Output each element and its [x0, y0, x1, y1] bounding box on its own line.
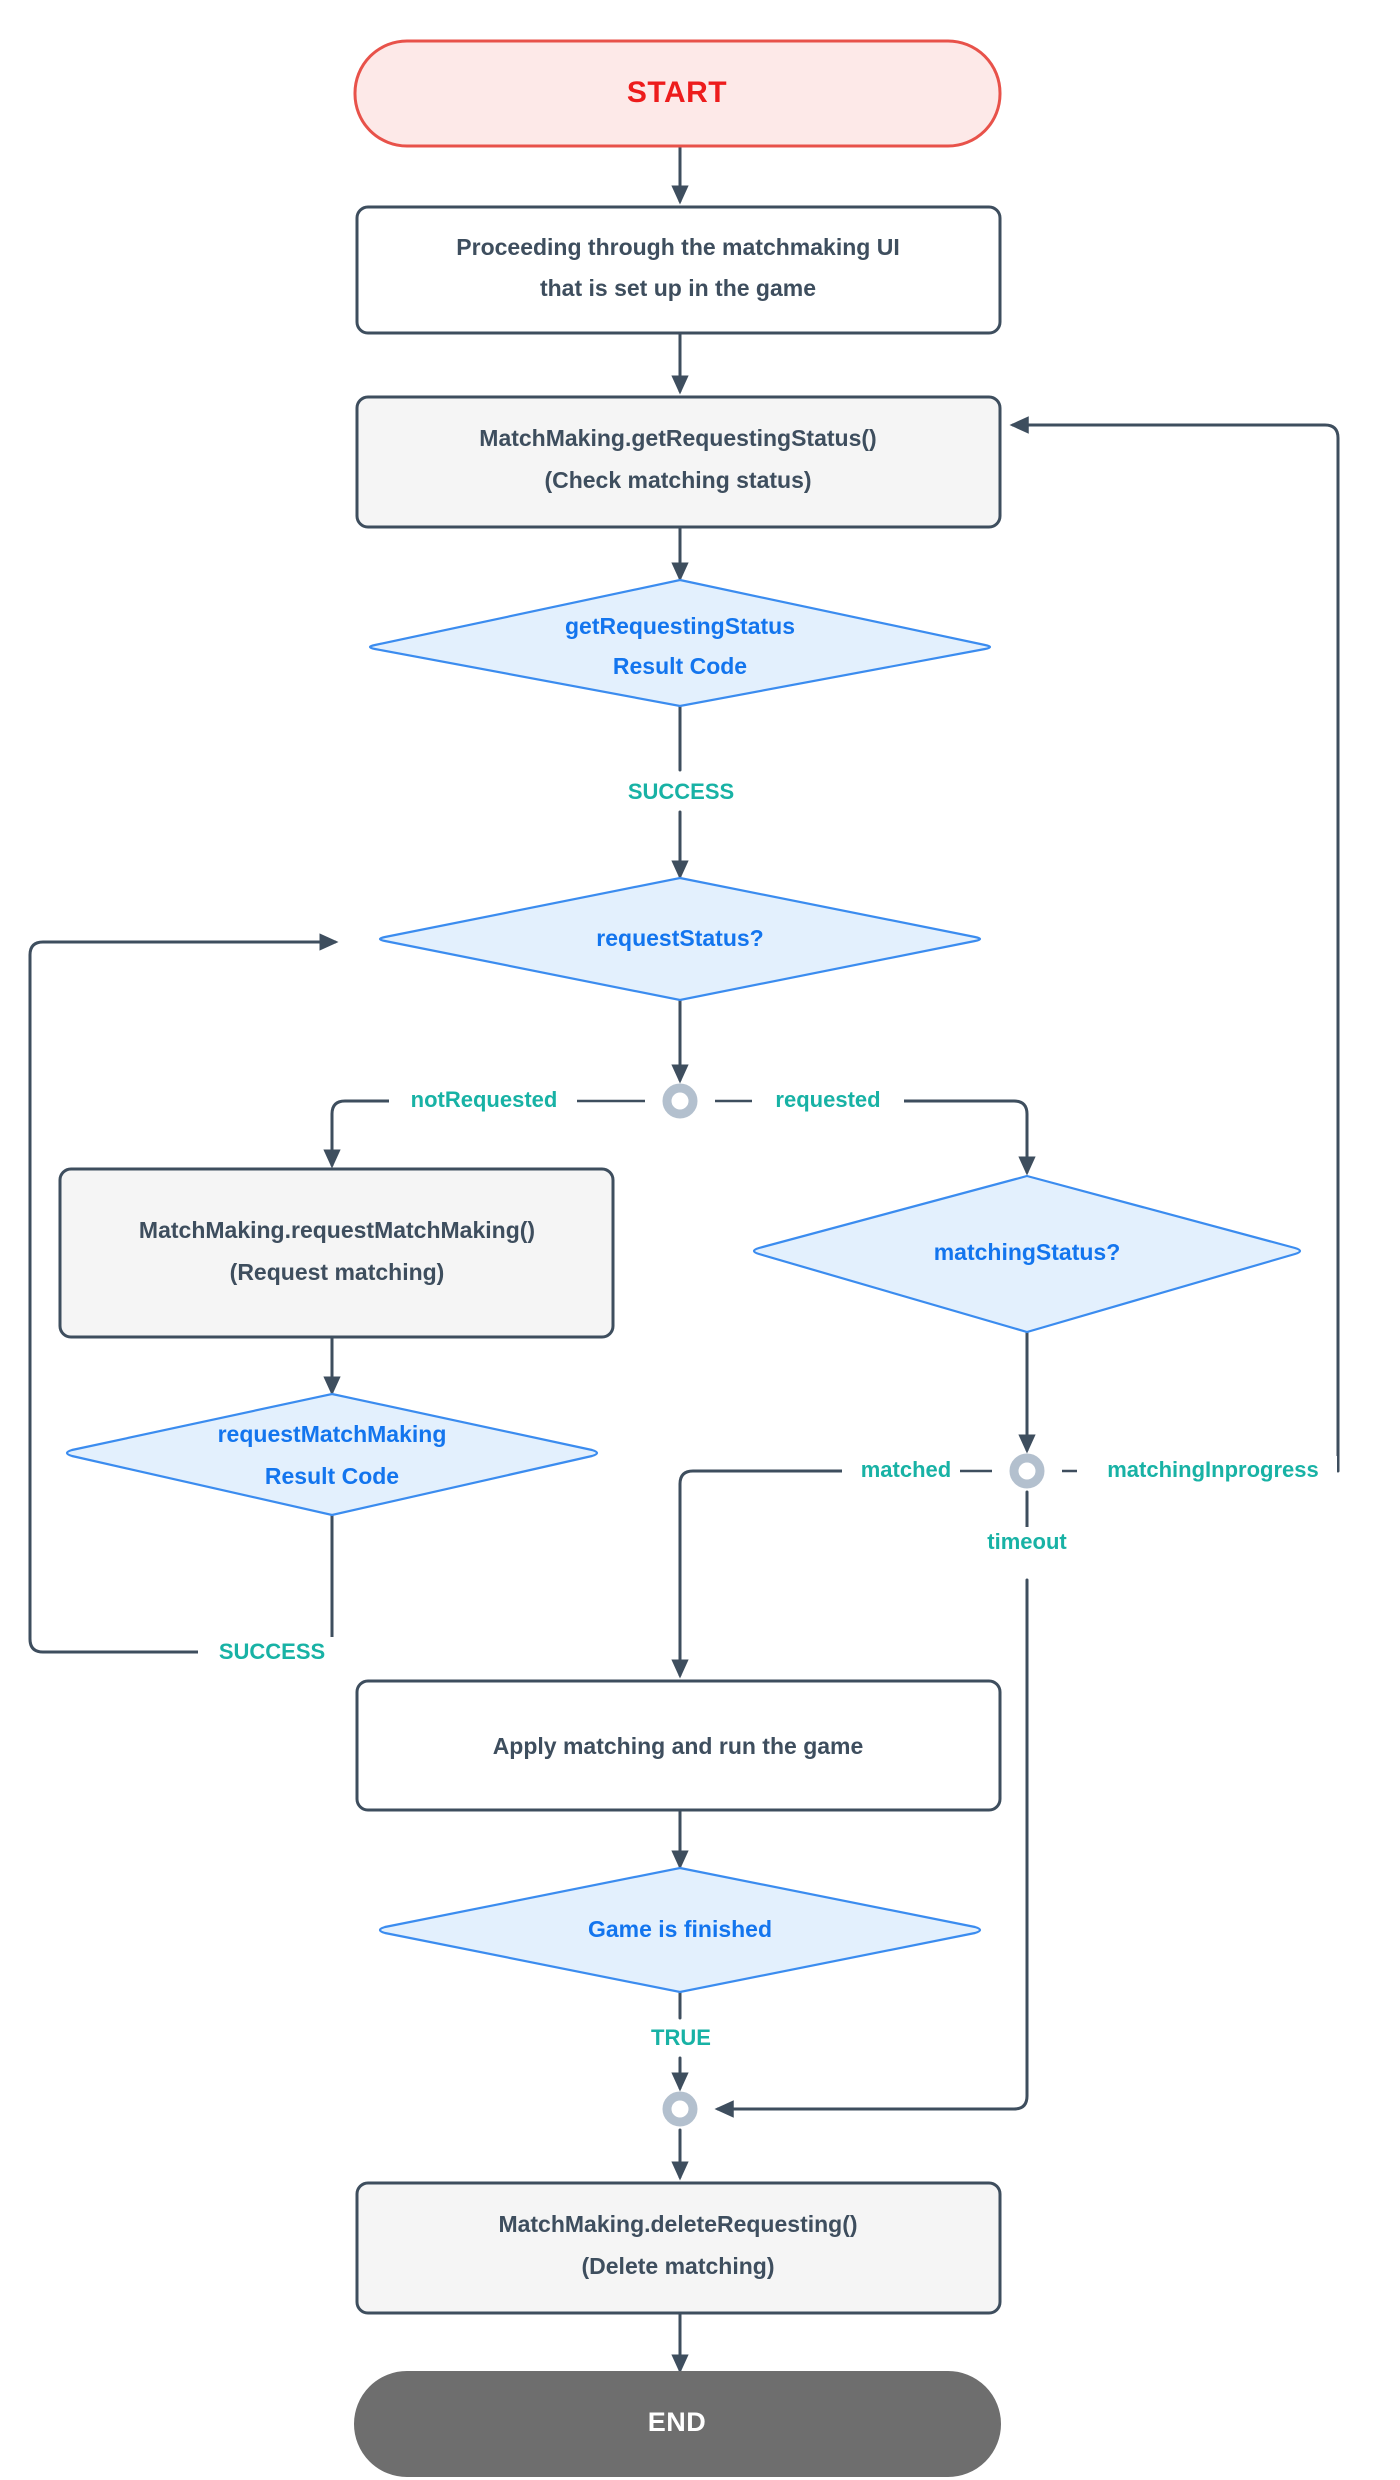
node-request-matchmaking-line1: MatchMaking.requestMatchMaking()	[139, 1217, 535, 1243]
edge-label-requested: requested	[775, 1087, 880, 1112]
node-apply-matching[interactable]: Apply matching and run the game	[355, 1679, 1002, 1812]
label-bg-requested	[752, 1086, 904, 1117]
node-request-status[interactable]: requestStatus?	[378, 876, 982, 1002]
edge-matching-in-progress-loop	[1009, 416, 1340, 1473]
edge-not-requested-to-request-matchmaking	[323, 1099, 400, 1169]
edge-success-loop-to-request-status	[28, 933, 339, 1654]
node-request-status-label: requestStatus?	[596, 925, 763, 951]
node-game-finished-label: Game is finished	[588, 1916, 772, 1942]
node-start-label: START	[627, 76, 727, 109]
node-matching-status-label: matchingStatus?	[934, 1239, 1121, 1265]
label-bg-success-get-status	[613, 776, 749, 807]
node-request-matchmaking-result-line2: Result Code	[265, 1463, 399, 1489]
node-delete-requesting-line2: (Delete matching)	[582, 2253, 775, 2279]
label-bg-success-request-matchmaking	[198, 1637, 338, 1668]
junction-node-merge-end	[662, 2091, 698, 2127]
edge-label-true: TRUE	[651, 2025, 711, 2050]
node-end-label: END	[648, 2407, 707, 2437]
edge-requested-to-matching-status	[898, 1099, 1036, 1176]
node-get-requesting-status-line2: (Check matching status)	[544, 467, 811, 493]
node-get-requesting-status-line1: MatchMaking.getRequestingStatus()	[479, 425, 876, 451]
edge-label-success-get-status: SUCCESS	[628, 779, 734, 804]
node-matching-status[interactable]: matchingStatus?	[752, 1174, 1302, 1334]
edge-label-not-requested: notRequested	[411, 1087, 558, 1112]
node-get-requesting-status-result-line1: getRequestingStatus	[565, 613, 795, 639]
edge-label-matching-in-progress: matchingInprogress	[1107, 1457, 1318, 1482]
node-get-requesting-status[interactable]: MatchMaking.getRequestingStatus() (Check…	[355, 395, 1002, 529]
junction-node-matching-status	[1009, 1453, 1045, 1489]
node-request-matchmaking[interactable]: MatchMaking.requestMatchMaking() (Reques…	[58, 1167, 615, 1339]
node-start[interactable]: START	[353, 39, 1002, 148]
edge-matched-to-apply-matching	[671, 1469, 857, 1679]
node-request-matchmaking-line2: (Request matching)	[230, 1259, 445, 1285]
node-ui-step-line1: Proceeding through the matchmaking UI	[456, 234, 899, 260]
node-end[interactable]: END	[354, 2371, 1001, 2477]
edge-timeout-to-junction3	[714, 1578, 1029, 2118]
node-apply-matching-label: Apply matching and run the game	[493, 1733, 864, 1759]
edge-label-matched: matched	[861, 1457, 951, 1482]
node-delete-requesting[interactable]: MatchMaking.deleteRequesting() (Delete m…	[355, 2181, 1002, 2315]
node-game-finished[interactable]: Game is finished	[378, 1866, 982, 1994]
node-request-matchmaking-result[interactable]: requestMatchMaking Result Code	[65, 1392, 599, 1517]
node-ui-step[interactable]: Proceeding through the matchmaking UI th…	[355, 205, 1002, 335]
label-bg-true	[634, 2023, 728, 2054]
junction-node-request-status	[662, 1083, 698, 1119]
node-get-requesting-status-result[interactable]: getRequestingStatus Result Code	[368, 578, 992, 708]
node-delete-requesting-line1: MatchMaking.deleteRequesting()	[498, 2211, 857, 2237]
edge-label-success-request-matchmaking: SUCCESS	[219, 1639, 325, 1664]
label-bg-timeout	[966, 1527, 1088, 1558]
label-bg-matched	[842, 1456, 960, 1487]
node-request-matchmaking-result-line1: requestMatchMaking	[218, 1421, 447, 1447]
node-get-requesting-status-result-line2: Result Code	[613, 653, 747, 679]
label-bg-not-requested	[389, 1086, 577, 1117]
node-ui-step-line2: that is set up in the game	[540, 275, 816, 301]
edge-label-timeout: timeout	[987, 1529, 1067, 1554]
label-bg-matching-in-progress	[1077, 1456, 1337, 1487]
